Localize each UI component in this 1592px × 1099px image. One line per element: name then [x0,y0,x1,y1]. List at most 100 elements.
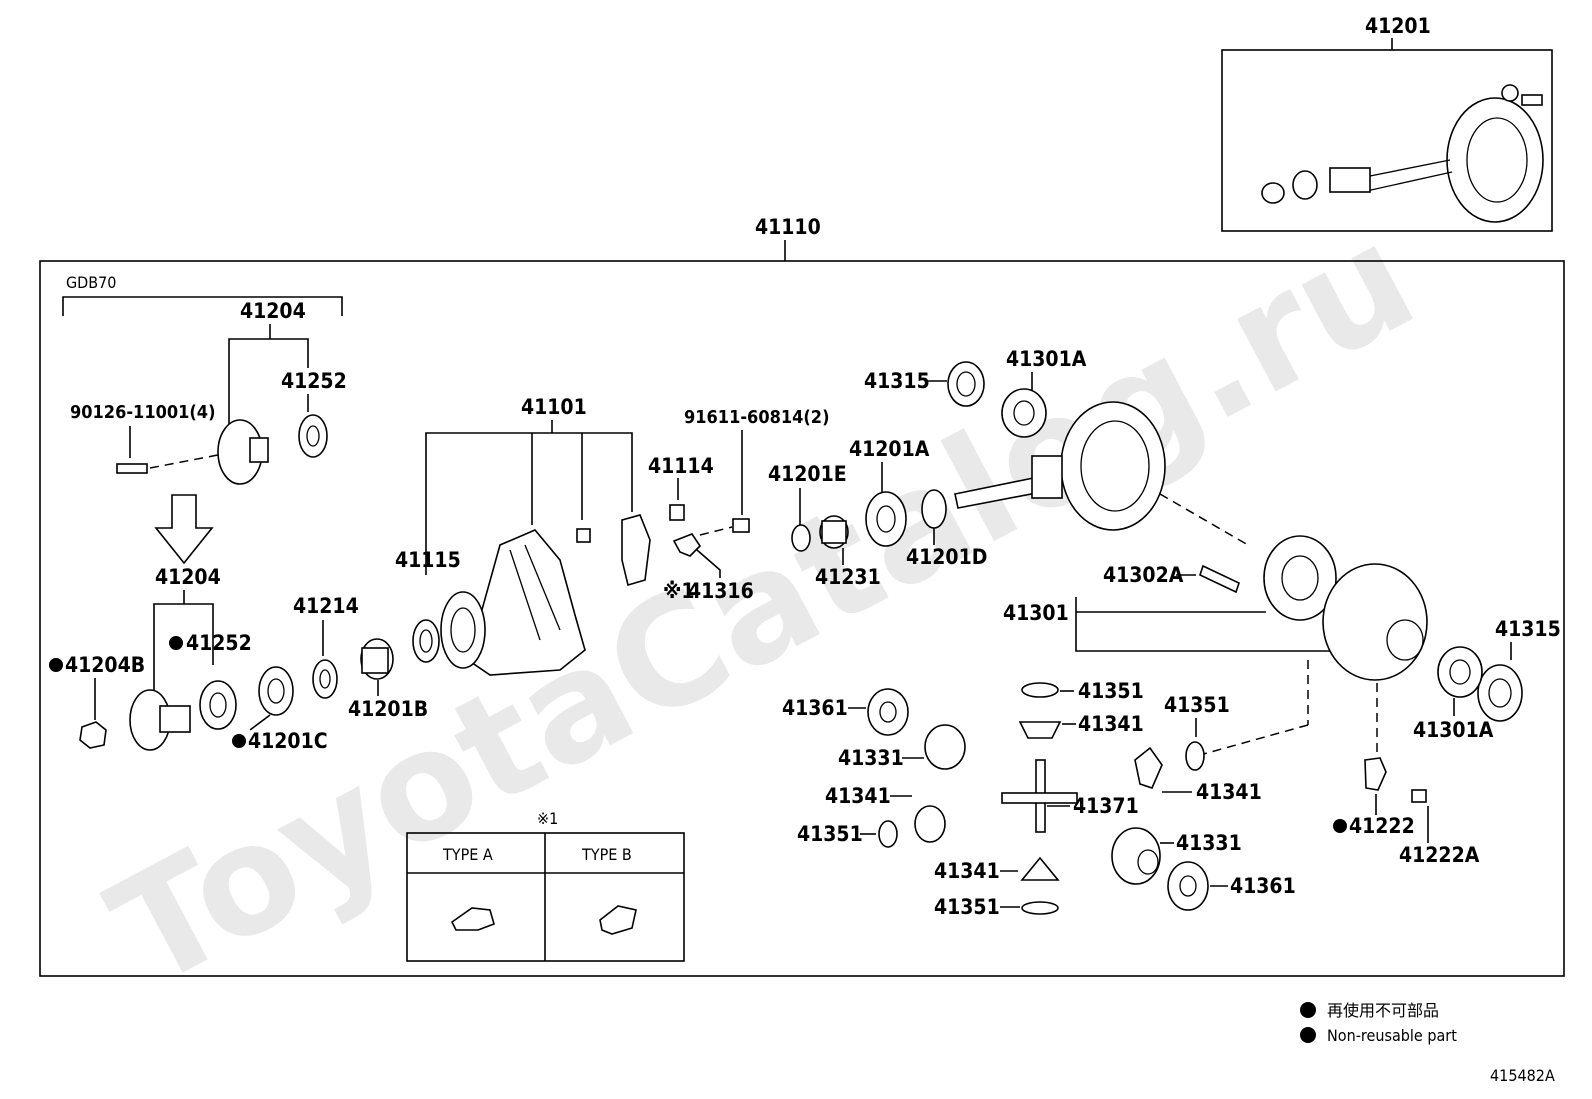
label-41114[interactable]: 41114 [648,454,714,478]
dowel-pin-illustration [576,528,591,543]
non-reusable-dot-icon [1333,819,1347,833]
bearing-41301A-top-illustration [1001,388,1047,438]
label-41371[interactable]: 41371 [1073,794,1139,818]
side-gear-41331-left-illustration [924,724,966,770]
label-41361-right[interactable]: 41361 [1230,874,1296,898]
adjusting-nut-right-illustration [1477,664,1523,722]
label-41301A-right[interactable]: 41301A [1413,718,1494,742]
label-41341-left[interactable]: 41341 [825,784,891,808]
pinion-shaft-41371-illustration [1001,759,1078,833]
label-41361-left[interactable]: 41361 [782,696,848,720]
non-reusable-dot-icon [232,734,246,748]
differential-case-illustration [1263,535,1428,681]
pinion-gear-41341-left-illustration [914,805,946,843]
washer-41351-c-illustration [1185,741,1205,771]
label-41351-a[interactable]: 41351 [1078,679,1144,703]
washer-41351-left-illustration [878,820,898,848]
type-b-lock-plate-illustration [599,905,637,935]
label-90126[interactable]: 90126-11001(4) [70,402,215,423]
thrust-washer-41361-left-illustration [867,688,909,736]
ref-mark-41316: ※1 [663,579,695,603]
washer-41351-b-illustration [1021,901,1059,915]
pinion-gear-41341-c-illustration [1134,746,1163,789]
label-41302A[interactable]: 41302A [1103,563,1184,587]
label-41351-left[interactable]: 41351 [797,822,863,846]
lock-plate-41316-illustration [672,533,702,557]
label-41204B[interactable]: 41204B [65,653,145,677]
label-41115[interactable]: 41115 [395,548,461,572]
label-41351-b[interactable]: 41351 [934,895,1000,919]
type-table-col-b: TYPE B [581,845,632,864]
label-41331-left[interactable]: 41331 [838,746,904,770]
label-41222[interactable]: 41222 [1349,814,1415,838]
label-41110[interactable]: 41110 [755,215,821,239]
washer-41201D-illustration [921,489,947,529]
label-41201A[interactable]: 41201A [849,437,930,461]
bearing-41301A-right-illustration [1437,646,1483,698]
non-reusable-dot-icon [49,658,63,672]
bearing-adjusting-nut-illustration [947,361,985,407]
label-41315-top[interactable]: 41315 [864,369,930,393]
label-41201[interactable]: 41201 [1365,14,1431,38]
ring-gear-pinion-illustration [954,401,1166,531]
legend-jp: 再使用不可部品 [1327,1001,1439,1020]
label-41101[interactable]: 41101 [521,395,587,419]
label-41301[interactable]: 41301 [1003,601,1069,625]
bearing-41201A-illustration [865,491,907,547]
label-41201B[interactable]: 41201B [348,697,428,721]
gdb70-label: GDB70 [66,273,116,292]
ring-pinion-set-illustration [1261,84,1544,223]
main-assembly-box [39,260,1565,977]
label-41331-right[interactable]: 41331 [1176,831,1242,855]
label-41341-b[interactable]: 41341 [934,859,1000,883]
legend-dot-icon [1300,1002,1316,1018]
stud-bolt-illustration [116,463,148,474]
spacer-41214-illustration [312,659,338,699]
differential-carrier-illustration [440,529,586,676]
diagram-id: 415482A [1490,1066,1555,1085]
label-41341-a[interactable]: 41341 [1078,712,1144,736]
legend-dot-icon [1300,1027,1316,1043]
label-41315-right[interactable]: 41315 [1495,617,1561,641]
lock-plate-41222-illustration [1364,757,1387,791]
type-table-col-a: TYPE A [442,845,493,864]
label-41222A[interactable]: 41222A [1399,843,1480,867]
label-41201D[interactable]: 41201D [906,545,987,569]
case-bolt-illustration [1199,564,1240,594]
non-reusable-dot-icon [169,636,183,650]
down-arrow-icon [154,494,214,565]
thrust-washer-41361-right-illustration [1167,861,1209,911]
bearing-cap-illustration [621,514,651,587]
bolt-41114-illustration [669,504,685,521]
oil-seal-illustration [199,680,237,730]
bolt-91611-illustration [732,518,750,533]
legend-en: Non-reusable part [1327,1026,1457,1045]
type-a-lock-plate-illustration [450,907,495,931]
oil-seal-41115-illustration [412,619,440,663]
label-41252-top[interactable]: 41252 [281,369,347,393]
inset-box-41201 [1221,49,1553,232]
washer-41351-a-illustration [1021,682,1059,698]
lock-nut-illustration [79,721,107,749]
pinion-gear-41341-a-illustration [1018,721,1062,739]
label-41201E[interactable]: 41201E [768,462,847,486]
label-41316[interactable]: 41316 [688,579,754,603]
type-table-ref-mark: ※1 [537,809,558,828]
pinion-gear-41341-b-illustration [1020,856,1060,881]
label-41204-bottom[interactable]: 41204 [155,565,221,589]
label-41252-bottom[interactable]: 41252 [186,631,252,655]
label-41341-c[interactable]: 41341 [1196,780,1262,804]
flange-seal-illustration [298,414,328,458]
label-41301A-top[interactable]: 41301A [1006,347,1087,371]
label-41204-top[interactable]: 41204 [240,299,306,323]
washer-41201E-illustration [791,524,811,552]
side-gear-41331-right-illustration [1111,827,1161,885]
label-91611[interactable]: 91611-60814(2) [684,407,829,428]
label-41214[interactable]: 41214 [293,594,359,618]
label-41351-c[interactable]: 41351 [1164,693,1230,717]
label-41231[interactable]: 41231 [815,565,881,589]
bearing-41201C-illustration [258,666,294,716]
label-41201C[interactable]: 41201C [248,729,328,753]
bolt-41222A-illustration [1411,789,1427,803]
